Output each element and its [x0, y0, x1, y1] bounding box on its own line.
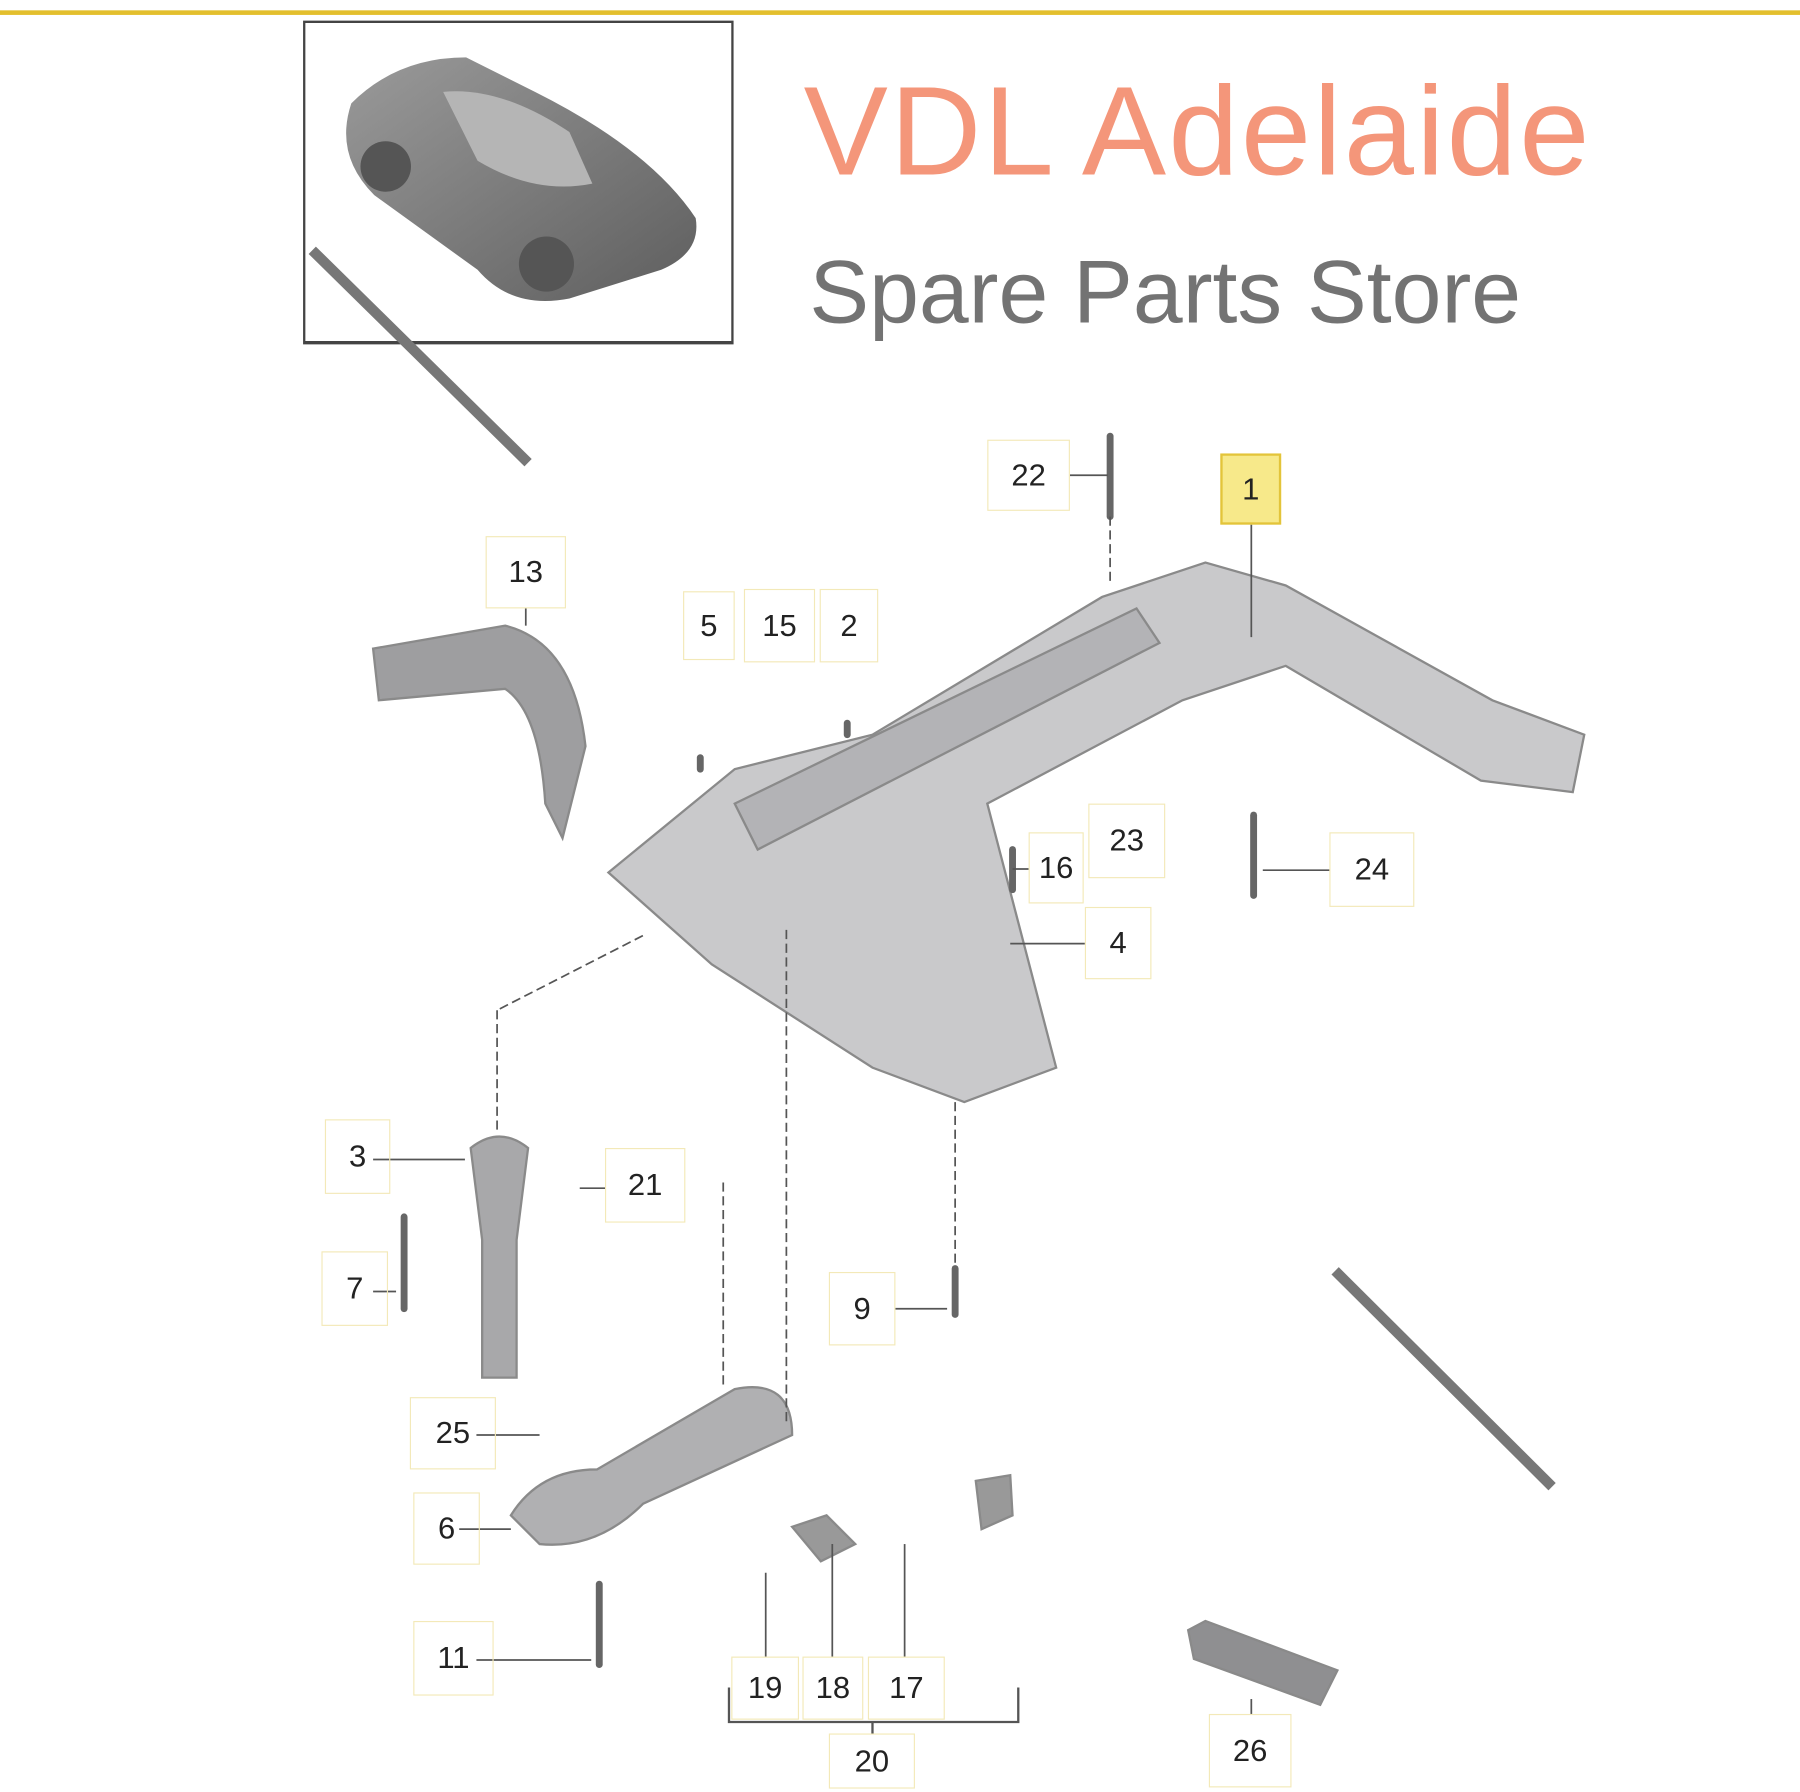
- callout-2[interactable]: 2: [819, 588, 879, 663]
- callout-18[interactable]: 18: [802, 1656, 864, 1720]
- callout-9[interactable]: 9: [828, 1271, 896, 1346]
- car-overview-icon: [346, 57, 697, 302]
- callout-16[interactable]: 16: [1028, 832, 1084, 904]
- air-duct-part: [1186, 1619, 1340, 1707]
- callout-26[interactable]: 26: [1208, 1713, 1292, 1788]
- watermark-store-name: VDL Adelaide: [803, 60, 1592, 203]
- callout-23[interactable]: 23: [1088, 803, 1166, 879]
- callout-24[interactable]: 24: [1329, 832, 1415, 907]
- callout-21[interactable]: 21: [604, 1148, 686, 1223]
- callout-22[interactable]: 22: [987, 439, 1070, 511]
- top-accent-bar: [0, 10, 1800, 15]
- callout-4[interactable]: 4: [1084, 906, 1152, 980]
- callout-6[interactable]: 6: [413, 1492, 480, 1565]
- callout-13[interactable]: 13: [485, 536, 566, 609]
- callout-1[interactable]: 1: [1220, 453, 1282, 525]
- watermark-store-tagline: Spare Parts Store: [809, 241, 1522, 343]
- callout-11[interactable]: 11: [413, 1620, 494, 1696]
- sensor-link-part: [790, 1514, 858, 1563]
- watermark-slashes: [308, 246, 1556, 1491]
- callout-5[interactable]: 5: [683, 591, 735, 661]
- strut-mount-part: [469, 1135, 530, 1379]
- callout-19[interactable]: 19: [731, 1656, 800, 1720]
- callout-25[interactable]: 25: [409, 1397, 496, 1470]
- subframe-part: [606, 561, 1586, 1104]
- vehicle-overview-inset: [303, 20, 734, 345]
- callout-20[interactable]: 20: [828, 1733, 915, 1789]
- sensor-part: [974, 1473, 1014, 1531]
- fasteners: [400, 432, 1258, 1669]
- callout-17[interactable]: 17: [867, 1656, 945, 1720]
- subframe-cross-member: [733, 606, 1162, 852]
- control-arm-part: [509, 1386, 794, 1546]
- leader-lines: [373, 474, 1330, 1734]
- callout-3[interactable]: 3: [324, 1119, 391, 1194]
- wheel-housing-part: [371, 624, 587, 842]
- callout-7[interactable]: 7: [321, 1251, 389, 1326]
- callout-15[interactable]: 15: [743, 588, 816, 663]
